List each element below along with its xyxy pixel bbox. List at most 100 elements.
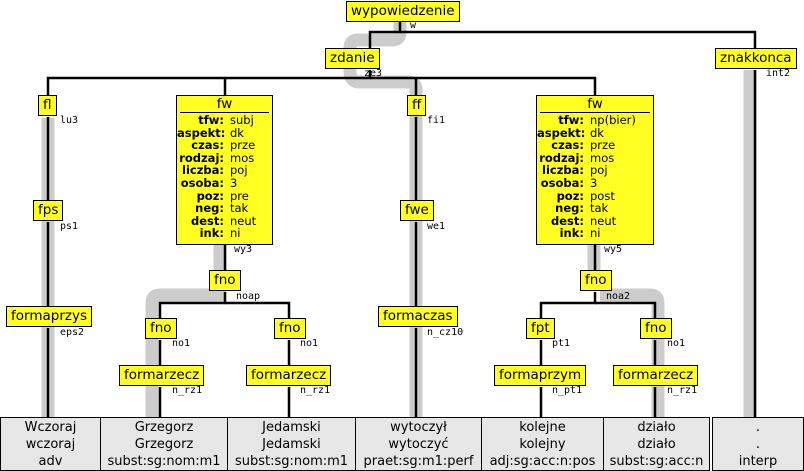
feature-value: mos — [590, 150, 615, 165]
node-wypowiedzenie[interactable]: wypowiedzenie — [346, 1, 460, 22]
feature-value: subj — [230, 113, 254, 127]
leaf-orth: . — [755, 420, 761, 435]
leaf-base: . — [755, 437, 761, 452]
node-fwe[interactable]: fwe — [400, 200, 434, 221]
leaf-token[interactable]: . . interp — [712, 417, 804, 471]
feature-name: neg: — [195, 201, 224, 216]
leaf-tag: subst:sg:acc:n — [609, 454, 704, 469]
leaf-token[interactable]: kolejne kolejny adj:sg:acc:n:pos — [481, 417, 604, 471]
feature-value: dk — [590, 125, 604, 140]
tag-n-cz10: n_cz10 — [427, 327, 464, 338]
leaf-token[interactable]: Wczoraj wczoraj adv — [0, 417, 101, 471]
tree-lines — [46, 22, 757, 417]
node-formaprzym[interactable]: formaprzym — [494, 365, 587, 386]
avm-feature-row: liczba: poj — [177, 164, 272, 177]
tag-no1: no1 — [667, 338, 686, 349]
feature-name: rodzaj: — [179, 150, 224, 165]
node-formaprzys[interactable]: formaprzys — [6, 306, 92, 327]
leaf-tag: subst:sg:nom:m1 — [107, 454, 221, 469]
leaf-base: Jedamski — [262, 437, 321, 452]
node-fno-dzialo[interactable]: fno — [640, 318, 672, 339]
feature-value: mos — [230, 150, 255, 165]
feature-name: aspekt: — [537, 125, 586, 140]
feature-name: czas: — [551, 138, 584, 153]
feature-name: osoba: — [180, 175, 224, 190]
feature-value: poj — [590, 163, 608, 178]
feature-value: tak — [230, 201, 249, 216]
node-ff[interactable]: ff — [407, 95, 427, 116]
node-fl[interactable]: fl — [38, 95, 57, 116]
feature-name: tfw: — [558, 113, 584, 127]
tag-n-rz1: n_rz1 — [667, 385, 698, 396]
avm-feature-row: tfw: np(bier) — [537, 114, 653, 127]
tag-n-pt1: n_pt1 — [552, 385, 583, 396]
node-fno[interactable]: fno — [209, 270, 241, 291]
feature-value: ni — [590, 226, 601, 241]
leaf-orth: Wczoraj — [24, 420, 77, 435]
leaf-orth: kolejne — [519, 420, 566, 435]
leaf-tag: adv — [38, 454, 63, 469]
feature-value: 3 — [230, 175, 238, 190]
avm-feature-row: rodzaj:mos — [537, 152, 653, 165]
feature-name: poz: — [196, 188, 224, 203]
tag-ps1: ps1 — [60, 221, 79, 232]
leaf-token[interactable]: działo działo subst:sg:acc:n — [603, 417, 710, 471]
feature-name: poz: — [556, 188, 584, 203]
feature-value: pre — [230, 188, 249, 203]
tag-noa2: noa2 — [606, 291, 631, 302]
avm-feature-row: dest:neut — [177, 215, 272, 228]
feature-value: post — [590, 188, 615, 203]
feature-value: 3 — [590, 175, 598, 190]
node-zdanie[interactable]: zdanie — [325, 48, 380, 69]
tag-wy3: wy3 — [234, 244, 253, 255]
leaf-orth: wytoczył — [390, 420, 447, 435]
leaf-orth: działo — [637, 420, 676, 435]
node-formaczas[interactable]: formaczas — [378, 306, 458, 327]
avm-feature-row: neg: tak — [177, 202, 272, 215]
feature-name: dest: — [191, 213, 224, 228]
feature-name: liczba: — [182, 163, 224, 178]
leaf-token[interactable]: Grzegorz Grzegorz subst:sg:nom:m1 — [100, 417, 228, 471]
avm-feature-row: aspekt: dk — [177, 125, 272, 140]
tag-n-rz1: n_rz1 — [172, 385, 203, 396]
node-formarzecz-grzegorz[interactable]: formarzecz — [119, 365, 205, 386]
avm-feature-row: tfw:subj — [177, 114, 272, 127]
node-fpt[interactable]: fpt — [526, 318, 555, 339]
feature-name: dest: — [551, 213, 584, 228]
node-fno[interactable]: fno — [580, 270, 612, 291]
node-znakkonca[interactable]: znakkonca — [715, 48, 797, 69]
node-fno-grzegorz[interactable]: fno — [145, 318, 177, 339]
leaf-base: Grzegorz — [134, 437, 194, 452]
tag-no1: no1 — [300, 338, 319, 349]
leaf-base: działo — [637, 437, 676, 452]
node-formarzecz-dzialo[interactable]: formarzecz — [613, 365, 699, 386]
tag-we1: we1 — [427, 221, 446, 232]
leaf-tag: interp — [738, 454, 778, 469]
leaf-token[interactable]: Jedamski Jedamski subst:sg:nom:m1 — [227, 417, 356, 471]
leaf-tag: praet:sg:m1:perf — [363, 454, 474, 469]
leaf-token[interactable]: wytoczył wytoczyć praet:sg:m1:perf — [355, 417, 482, 471]
avm-feature-row: aspekt: dk — [537, 125, 653, 140]
avm-feature-row: neg:tak — [537, 202, 653, 215]
feature-name: aspekt: — [177, 125, 226, 140]
node-fps[interactable]: fps — [33, 200, 64, 221]
tag-n-rz1: n_rz1 — [300, 385, 331, 396]
avm-feature-row: poz: pre — [177, 188, 272, 203]
leaf-base: wczoraj — [25, 437, 76, 452]
node-fno-jedamski[interactable]: fno — [274, 318, 306, 339]
leaf-orth: Jedamski — [262, 420, 321, 435]
feature-value: poj — [230, 163, 248, 178]
node-formarzecz-jedamski[interactable]: formarzecz — [246, 365, 332, 386]
avm-head: fw — [540, 96, 650, 113]
tag-no1: no1 — [172, 338, 191, 349]
avm-feature-row: poz: post — [537, 188, 653, 203]
feature-value: np(bier) — [590, 113, 636, 127]
avm-feature-row: liczba:poj — [537, 164, 653, 177]
feature-value: dk — [230, 125, 244, 140]
tag-w: w — [410, 20, 417, 31]
feature-value: tak — [590, 201, 609, 216]
